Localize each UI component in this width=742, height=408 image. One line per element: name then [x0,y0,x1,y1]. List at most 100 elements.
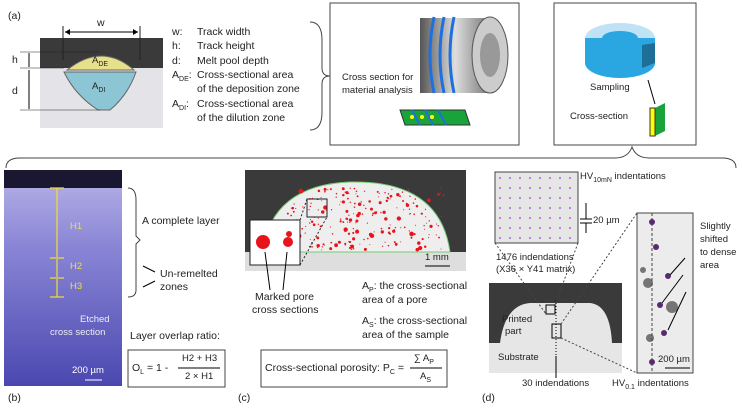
indent-mark [549,177,551,179]
indent-mark [509,187,511,189]
pore-mark [435,234,437,236]
pore-mark [301,227,304,230]
pore-mark [353,213,355,215]
indent-mark [549,237,551,239]
pore-mark [396,216,402,221]
pore-mark [409,195,411,198]
pore-mark [363,204,365,206]
pore-mark [352,237,356,241]
pore-mark [352,231,355,234]
pore-mark [339,220,342,223]
pore-mark [403,226,406,229]
pore-mark [293,203,295,205]
pore-mark [366,222,368,224]
indent-mark [539,177,541,179]
pore-mark [377,196,379,198]
pore-mark [344,244,346,246]
pore-mark [421,237,424,241]
ap-definition: AP: the cross-sectional [362,280,468,295]
pore-mark [309,219,311,221]
pore-mark [347,232,351,235]
label-ade: ADE [92,55,109,68]
indent-mark [519,237,521,239]
indent-mark [519,187,521,189]
indent-mark [559,227,561,229]
legend-key: w: [172,26,183,38]
pore-mark [331,233,334,235]
pore-mark [409,231,414,237]
indent-mark [539,197,541,199]
complete-layer-label: A complete layer [142,215,220,227]
pore-mark [335,192,338,195]
pore-mark [402,199,405,202]
sampling-label: Sampling [590,82,630,93]
pore-mark [378,192,380,194]
shift-label-3: to dense [700,247,737,258]
pore-mark [360,201,362,203]
pore-mark [376,211,378,213]
as-definition-2: area of the sample [362,329,449,341]
pore-mark [329,247,333,251]
indent-mark [529,237,531,239]
pore-mark [322,243,325,246]
pore-mark [353,202,356,205]
panel-label-a: (a) [8,10,21,22]
pore-mark [321,249,323,251]
pore-mark [308,209,310,211]
indent-mark [539,217,541,219]
pore-mark [320,197,322,199]
label-h1: H1 [70,221,83,232]
pore-mark [403,209,405,211]
pore-mark [384,192,386,194]
panel-label-d: (d) [482,392,495,404]
pore-mark [341,187,345,191]
etched-label: Etched [80,314,110,325]
pore-mark [384,241,386,243]
indent-mark [559,177,561,179]
pore-mark [335,196,337,198]
pore-mark [387,244,390,247]
indent-mark [509,177,511,179]
pore-mark [348,218,353,222]
label-w: w [97,17,105,29]
indent-mark [569,187,571,189]
overlap-formula-lhs: OL = 1 - [132,362,169,377]
pore-mark [400,227,402,229]
pore-mark [309,238,311,241]
pore-mark [309,222,311,224]
marked-pores-label-2: cross sections [252,304,319,316]
pore-mark [348,240,350,243]
pore-mark [357,211,361,216]
pore-mark [423,245,427,248]
pore-mark [345,191,349,195]
indent-mark [559,187,561,189]
pore-mark [385,199,389,203]
label-h2: H2 [70,261,83,272]
pore-mark [372,212,375,215]
indent-mark [569,237,571,239]
indent-mark [559,207,561,209]
pore-mark [363,238,365,241]
pore-mark [388,226,391,230]
cross-section-label-ring: Cross-section [570,111,629,122]
pore-mark [369,207,373,211]
pore-mark [341,200,345,204]
indent-mark [549,207,551,209]
pore-mark [298,188,304,194]
pore-mark [409,213,411,215]
pore-mark [380,211,382,214]
pore-mark [355,190,358,192]
pore-mark [394,242,398,246]
pore-mark [305,225,307,228]
indent-mark [539,207,541,209]
pore-mark [363,247,367,251]
unremelted-label: Un-remelted [160,268,218,280]
pore-mark [380,227,383,230]
pore-mark [361,213,364,215]
pore-mark [352,227,355,230]
pore-mark [412,202,415,204]
pore-mark [418,245,423,251]
pore-mark [399,195,401,198]
pore-mark [349,241,352,243]
